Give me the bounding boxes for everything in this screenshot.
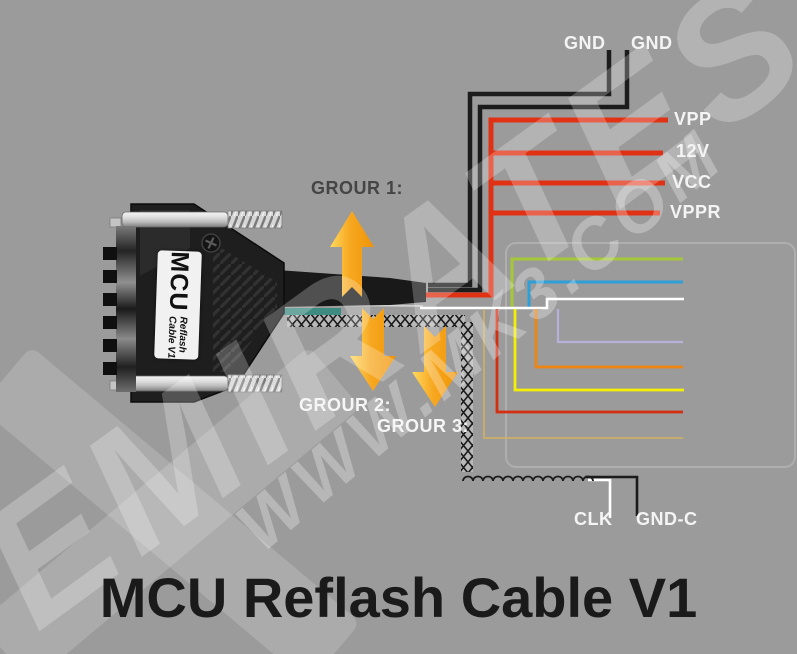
connector-label-mcu: MCU xyxy=(164,250,195,312)
cable-black-jacket xyxy=(277,270,426,307)
wire-gnd-left xyxy=(428,50,612,288)
connector-face xyxy=(116,226,136,392)
label-group1: GROUR 1: xyxy=(311,178,404,198)
label-group3: GROUR 3: xyxy=(377,416,470,436)
wire-power-red-vpp-12v-vcc-vppr xyxy=(424,117,668,298)
label-gnd-c: GND-C xyxy=(636,509,698,529)
screw-top xyxy=(109,210,283,229)
label-group2: GROUR 2: xyxy=(299,395,392,415)
wire-white xyxy=(420,297,684,310)
braid-shield-vertical xyxy=(461,322,473,472)
connector-hood-ribs xyxy=(213,243,277,372)
wire-gnd-right xyxy=(428,50,630,293)
wire-green xyxy=(510,257,683,307)
wire-gnd-c-bottom xyxy=(585,475,639,516)
diagram-title: MCU Reflash Cable V1 xyxy=(99,566,698,629)
arrow-down-group2 xyxy=(350,308,396,391)
watermark-box-outline xyxy=(505,242,796,468)
wire-clk-bottom xyxy=(588,478,612,518)
label-vpp: VPP xyxy=(674,109,712,129)
wire-orange xyxy=(534,309,683,369)
wire-red-thin xyxy=(495,309,683,414)
label-gnd-right: GND xyxy=(631,33,673,53)
arrow-down-group3 xyxy=(412,326,458,407)
wire-yellow xyxy=(513,309,684,392)
connector-label: MCU Reflash Cable V1 xyxy=(154,250,202,360)
label-clk: CLK xyxy=(574,509,613,529)
cable-teal-sleeve xyxy=(283,308,341,315)
connector-label-sub: Reflash Cable V1 xyxy=(165,315,189,359)
wire-tan xyxy=(483,309,683,439)
label-vcc: VCC xyxy=(672,172,712,192)
screw-bottom xyxy=(109,374,283,393)
shield-coil-bottom xyxy=(462,475,594,482)
connector-pin-teeth xyxy=(103,247,117,375)
label-gnd-left: GND xyxy=(564,33,606,53)
arrow-up-group1 xyxy=(330,211,374,297)
phillips-screw-icon xyxy=(201,233,221,253)
wire-blue xyxy=(527,280,683,307)
label-12v: 12V xyxy=(676,141,710,161)
wire-lavender xyxy=(556,309,683,344)
label-vppr: VPPR xyxy=(670,202,722,222)
